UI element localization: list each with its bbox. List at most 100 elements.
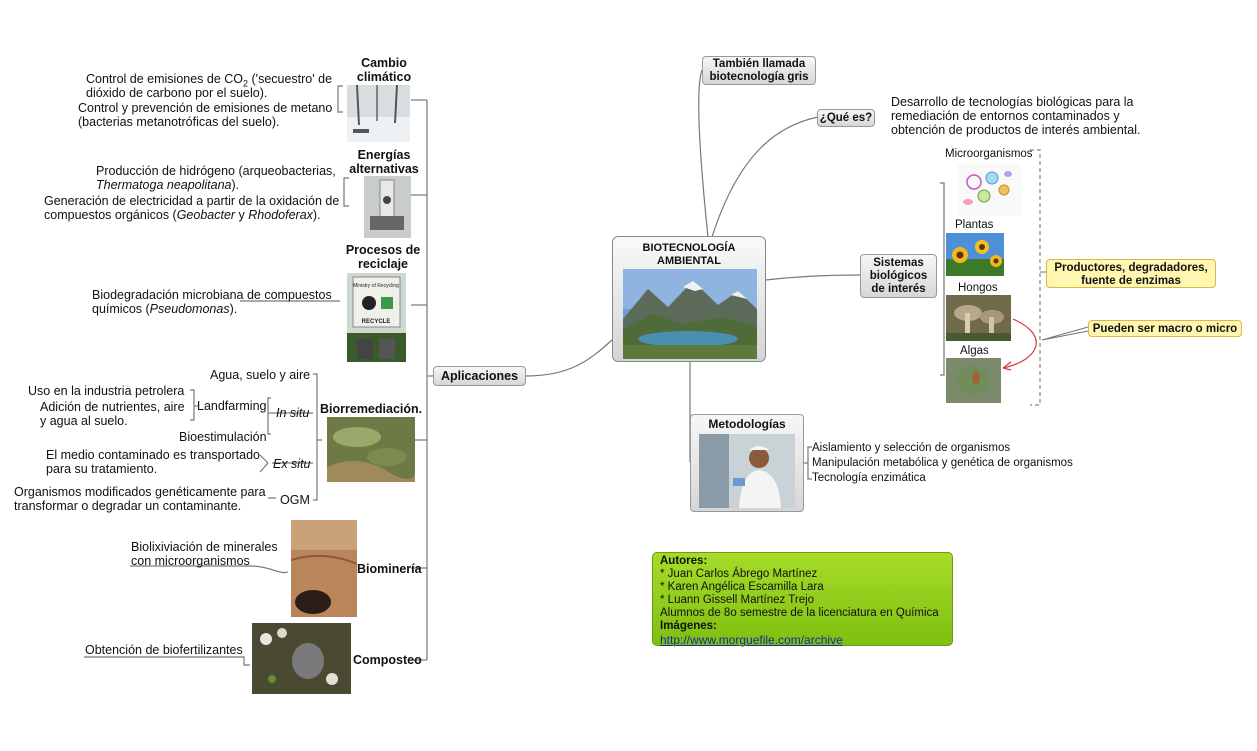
bio-org-2: transformar o degradar un contaminante. (14, 499, 242, 513)
bio-bioestimulacion: Bioestimulación (179, 430, 267, 444)
central-title-line2: AMBIENTAL (657, 255, 721, 267)
lab-worker-image (699, 434, 795, 508)
sistemas-label-1: Sistemas (873, 257, 924, 269)
energias-title-1: Energías (357, 148, 411, 162)
link-aplicaciones (525, 339, 613, 377)
energias-text-1a: Producción de hidrógeno (arqueobacterias… (96, 164, 336, 178)
biomineria-text-1: Biolixiviación de minerales (131, 540, 278, 554)
sistemas-bracket (940, 182, 945, 376)
link-tambien (698, 69, 709, 238)
que-es-node[interactable]: ¿Qué es? (817, 109, 875, 127)
procesos-title-2: reciclaje (357, 257, 409, 271)
snowy-park-image (347, 85, 410, 142)
energias-text-1c: ). (231, 178, 240, 192)
energias-text-2-line: compuestos orgánicos (Geobacter y Rhodof… (44, 208, 321, 222)
energias-text-2f: ). (312, 208, 321, 222)
recycling-sign-text-2: RECYCLE (362, 319, 391, 325)
mushrooms-image (946, 295, 1011, 341)
central-node[interactable]: BIOTECNOLOGÍA AMBIENTAL (612, 236, 766, 362)
metodologias-node[interactable]: Metodologías (690, 414, 804, 512)
procesos-text-1d: ). (229, 302, 238, 316)
aplicaciones-label: Aplicaciones (440, 369, 519, 383)
algae-image (946, 358, 1001, 403)
recycling-sign-image: Ministry of Recycling RECYCLE (347, 273, 406, 362)
que-es-text-1: Desarrollo de tecnologías biológicas par… (891, 95, 1134, 109)
central-title-line1: BIOTECNOLOGÍA (642, 242, 736, 254)
cambio-text-1b: ('secuestro' de (248, 72, 333, 86)
que-es-text-2: remediación de entornos contaminados y (891, 109, 1120, 123)
autor-3: * Luann Gissell Martínez Trejo (660, 594, 815, 606)
sistemas-item-hongos: Hongos (958, 282, 998, 294)
energias-text-1b: Thermatoga neapolitana (96, 178, 232, 192)
link-sistemas (765, 274, 861, 281)
composteo-text-1: Obtención de biofertilizantes (85, 643, 243, 657)
bio-ex-situ: Ex situ (273, 457, 311, 471)
sistemas-label-2: biológicos (869, 270, 928, 282)
cambio-text-1a: Control de emisiones de CO (86, 72, 244, 86)
bio-ogm: OGM (280, 493, 310, 507)
energias-text-2e: Rhodoferax (248, 208, 313, 222)
energias-text-2c: Geobacter (176, 208, 236, 222)
tambien-llamada-node[interactable]: También llamada biotecnología gris (702, 56, 816, 85)
bio-medio-1: El medio contaminado es transportado (46, 448, 261, 462)
energias-title-2: alternativas (349, 162, 419, 176)
aplicaciones-node[interactable]: Aplicaciones (433, 366, 526, 386)
metodologias-label: Metodologías (708, 417, 786, 431)
bio-ex-situ-text: Ex situ (273, 457, 311, 471)
productores-note-line2: fuente de enzimas (1081, 275, 1181, 287)
autor-2: * Karen Angélica Escamilla Lara (660, 581, 824, 593)
procesos-text-1c: Pseudomonas (149, 302, 230, 316)
lab-equipment-image (364, 176, 411, 238)
sistemas-item-plantas: Plantas (955, 219, 994, 231)
sistemas-node[interactable]: Sistemas biológicos de interés (860, 254, 937, 298)
metodologia-item-2: Manipulación metabólica y genética de or… (812, 457, 1073, 469)
autores-title: Autores: (660, 555, 708, 567)
procesos-title-1: Procesos de (345, 243, 421, 257)
morguefile-link[interactable]: http://www.morguefile.com/archive (660, 633, 843, 647)
landscape-remediation-image (327, 417, 415, 482)
autor-1: * Juan Carlos Ábrego Martínez (660, 568, 818, 580)
biorremediacion-title: Biorremediación. (320, 402, 423, 416)
procesos-text-1-line: químicos (Pseudomonas). (92, 302, 237, 316)
bio-landfarming: Landfarming (197, 399, 267, 413)
cambio-text-2b: (bacterias metanotróficas del suelo). (78, 115, 280, 129)
bio-in-situ-text: In situ (276, 406, 310, 420)
macro-micro-note[interactable]: Pueden ser macro o micro (1088, 320, 1242, 337)
cambio-title-2: climático (356, 70, 412, 84)
link-que-es (711, 116, 819, 238)
metodologia-item-1: Aislamiento y selección de organismos (812, 442, 1011, 454)
productores-note[interactable]: Productores, degradadores, fuente de enz… (1046, 259, 1216, 288)
cambio-text-1: Control de emisiones de CO2 ('secuestro'… (86, 72, 332, 91)
cambio-title-1: Cambio (361, 56, 407, 70)
cambio-text-1-sub: 2 (243, 78, 249, 89)
bio-in-situ: In situ (276, 406, 309, 420)
compost-image (252, 623, 351, 694)
energias-text-2d: y (235, 208, 249, 222)
macro-micro-note-text: Pueden ser macro o micro (1092, 323, 1238, 335)
bio-agua: Agua, suelo y aire (210, 368, 311, 382)
sistemas-label-3: de interés (871, 283, 926, 295)
bio-org-1: Organismos modificados genéticamente par… (14, 485, 266, 499)
tambien-line2: biotecnología gris (709, 71, 809, 83)
bio-adicion-1: Adición de nutrientes, aire (40, 400, 185, 414)
productores-note-line1: Productores, degradadores, (1054, 262, 1208, 274)
imagenes-title: Imágenes: (660, 620, 717, 632)
mountain-lake-photo (623, 269, 757, 359)
metodologia-item-3: Tecnología enzimática (812, 472, 926, 484)
cambio-text-1c: dióxido de carbono por el suelo). (86, 86, 268, 100)
mine-image (291, 520, 357, 617)
energias-text-1b-line: Thermatoga neapolitana). (96, 178, 239, 192)
biomineria-text-2: con microorganismos (131, 554, 250, 568)
sunflowers-image (946, 233, 1004, 276)
microorganismos-image (958, 164, 1022, 216)
cambio-text-2a: Control y prevención de emisiones de met… (78, 101, 333, 115)
procesos-text-1b: químicos ( (92, 302, 150, 316)
bio-adicion-2: y agua al suelo. (40, 414, 128, 428)
autores-box: Autores: * Juan Carlos Ábrego Martínez *… (652, 552, 953, 647)
sistemas-item-microorganismos: Microorganismos (945, 148, 1033, 160)
composteo-title: Composteo (353, 653, 422, 667)
que-es-text-3: obtención de productos de interés ambien… (891, 123, 1141, 137)
energias-text-2a: Generación de electricidad a partir de l… (44, 194, 340, 208)
tambien-line1: También llamada (712, 58, 806, 70)
sistemas-item-algas: Algas (960, 345, 989, 357)
